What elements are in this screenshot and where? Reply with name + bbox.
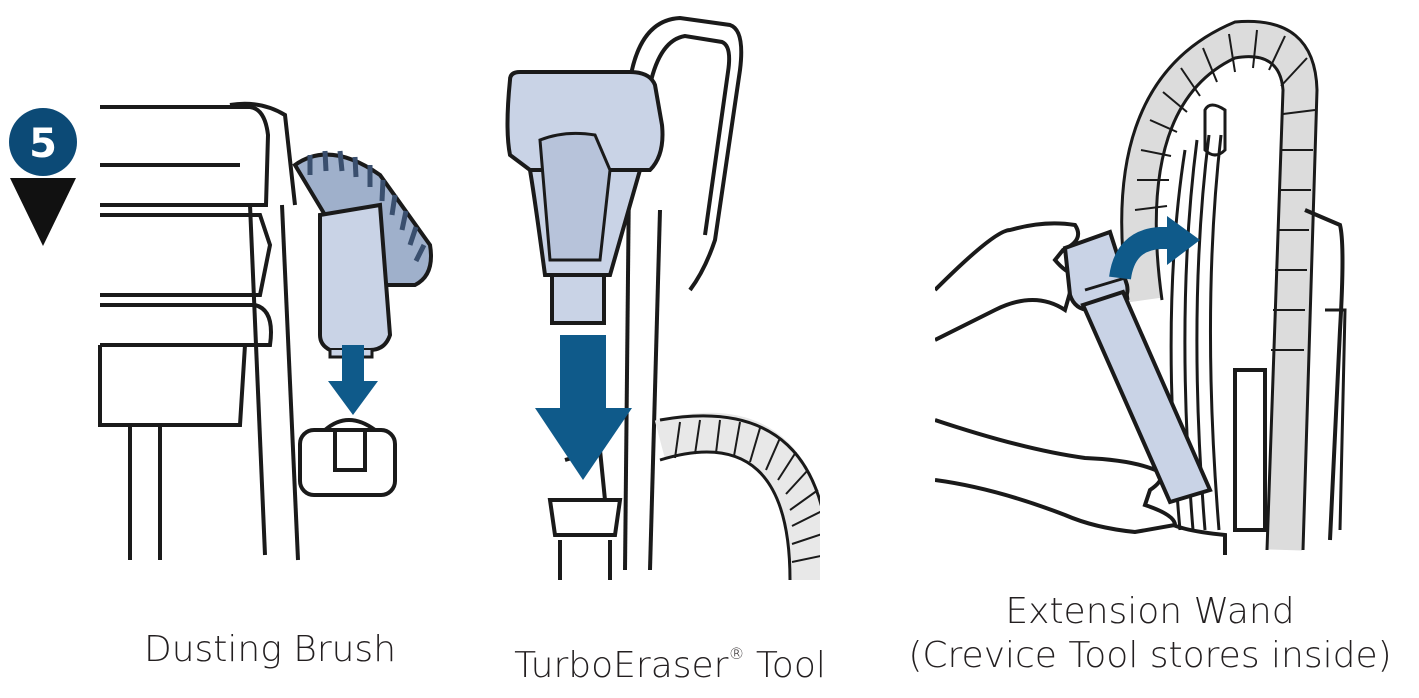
dusting-brush-illustration <box>98 101 433 561</box>
panel-turboeraser-tool <box>490 10 832 585</box>
registered-mark: ® <box>728 644 745 663</box>
extension-wand-illustration <box>933 19 1347 555</box>
step-badge: 5 <box>2 108 84 248</box>
down-arrow-icon <box>328 345 378 415</box>
caption-dusting-brush: Dusting Brush <box>143 629 397 670</box>
step-number: 5 <box>29 121 57 167</box>
caption-extension-wand-line1: Extension Wand <box>1005 591 1295 632</box>
caption-turboeraser-tool: TurboEraser® Tool <box>490 632 850 688</box>
panel-extension-wand <box>933 10 1365 560</box>
panel-dusting-brush <box>90 95 440 565</box>
down-arrow-icon <box>535 335 632 480</box>
step-badge-graphic <box>9 108 77 246</box>
caption-extension-wand: Extension Wand (Crevice Tool stores insi… <box>885 590 1415 678</box>
caption-turboeraser-main: TurboEraser <box>514 645 729 686</box>
caption-turboeraser-tail: Tool <box>744 645 826 686</box>
caption-extension-wand-line2: (Crevice Tool stores inside) <box>908 635 1392 676</box>
curved-arrow-icon <box>1109 216 1200 280</box>
turboeraser-illustration <box>505 15 832 581</box>
